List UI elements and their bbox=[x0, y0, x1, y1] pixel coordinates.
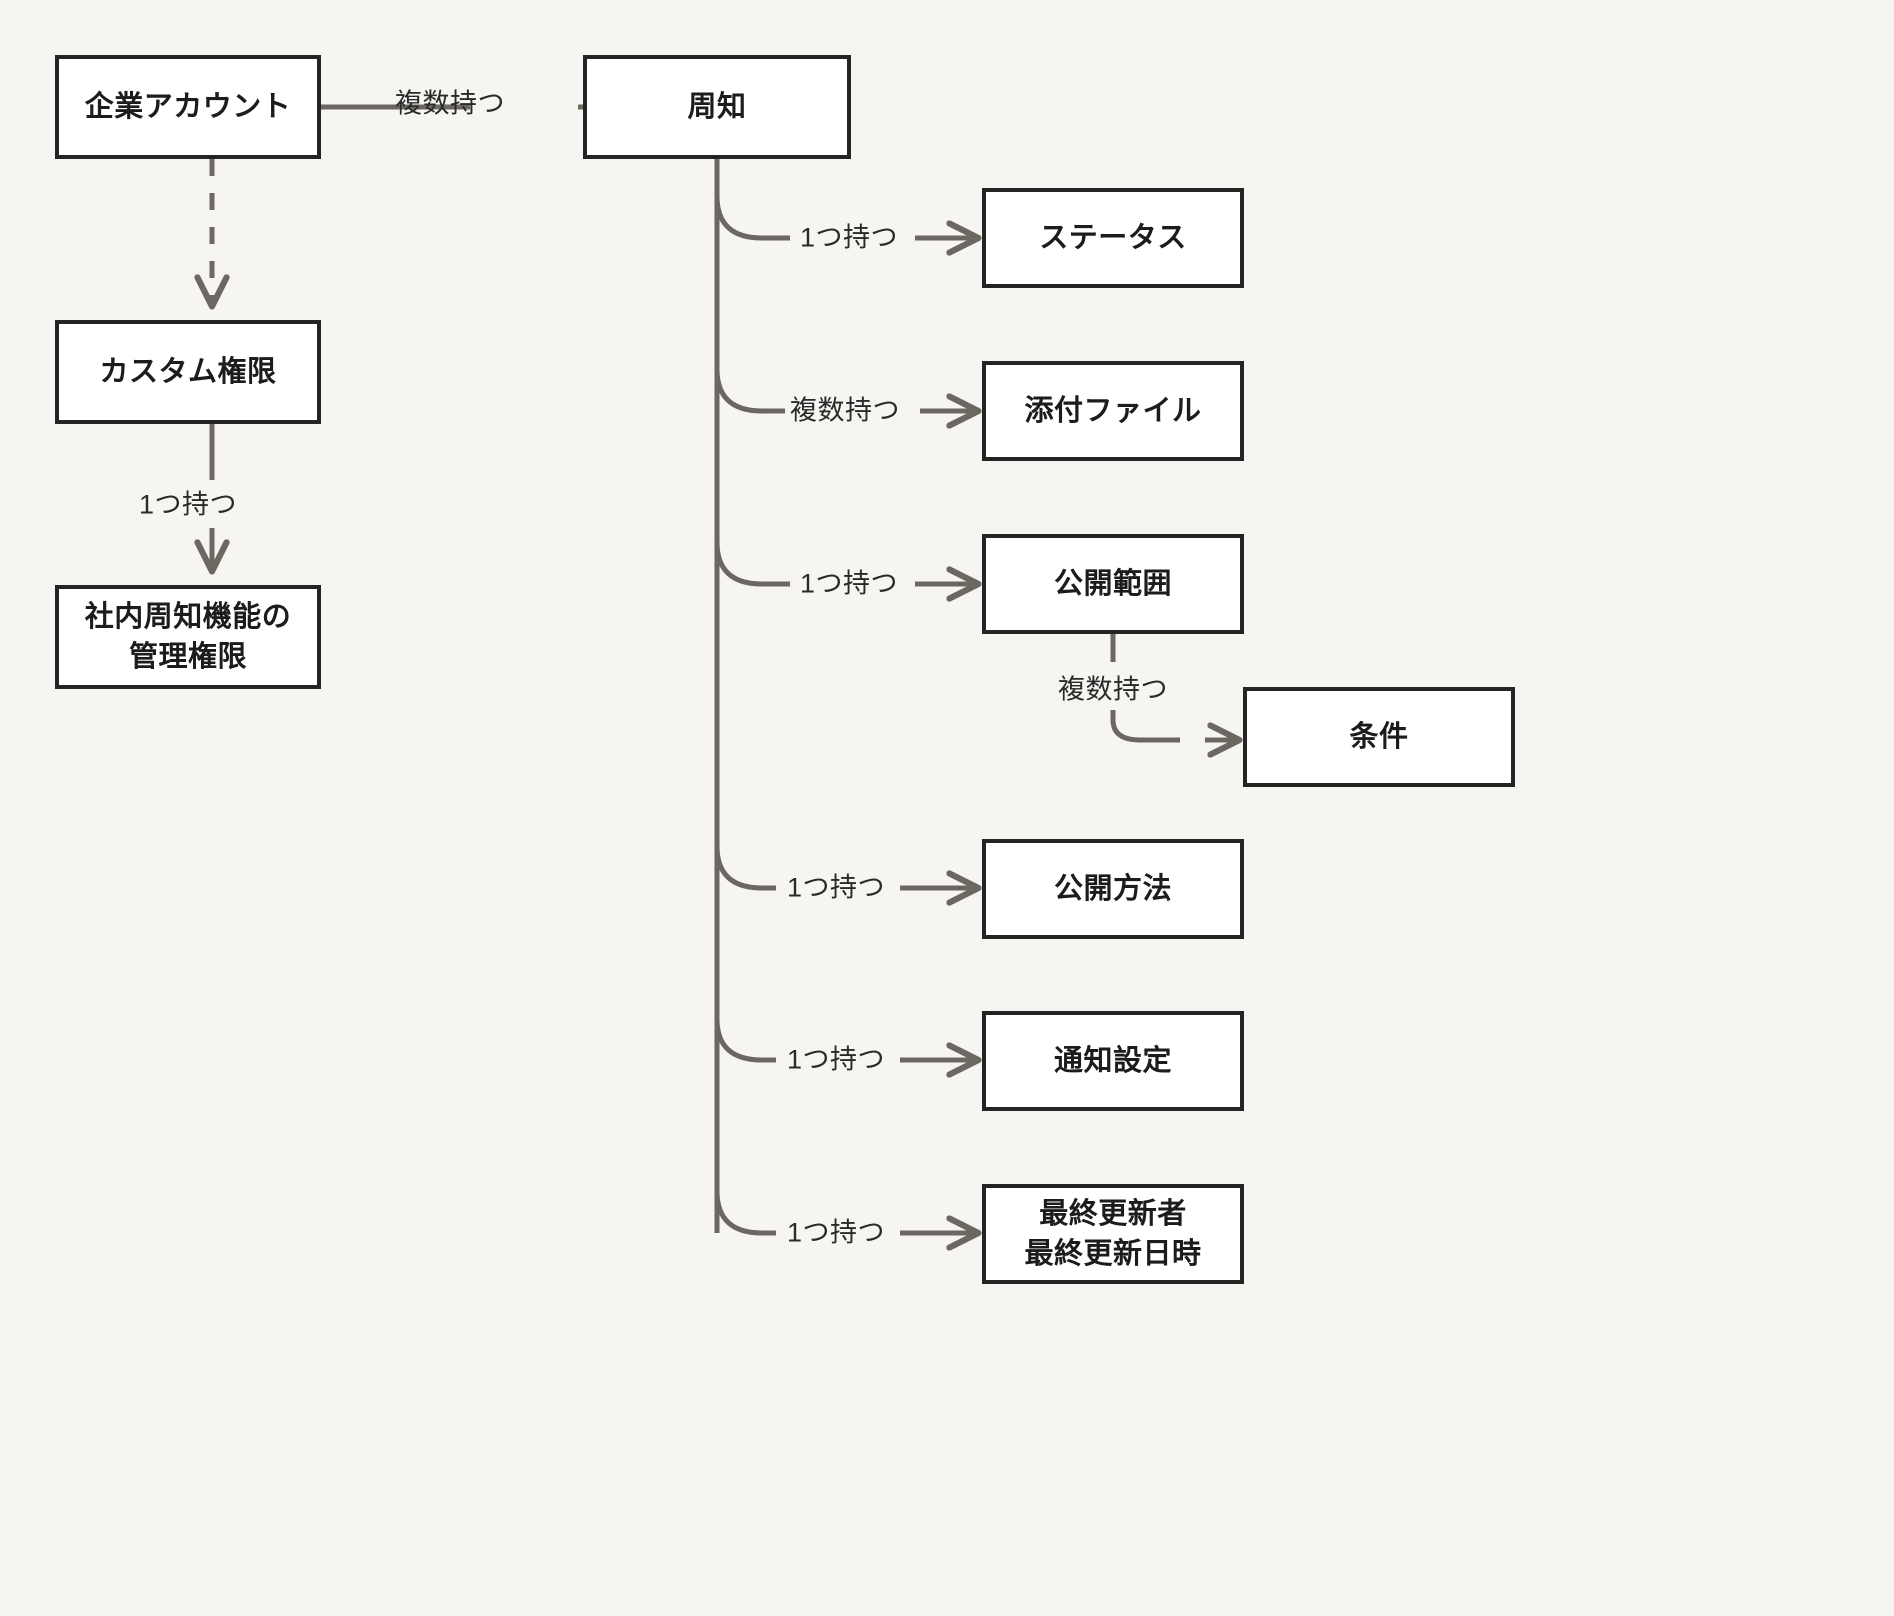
node-label: カスタム権限 bbox=[99, 355, 277, 388]
node-label: 周知 bbox=[687, 90, 747, 123]
node-condition[interactable]: 条件 bbox=[1243, 687, 1515, 787]
node-label: 通知設定 bbox=[1053, 1044, 1172, 1077]
edge-label-notice-to-publish-method: 1つ持つ bbox=[786, 872, 886, 903]
edge-label-notice-to-publish-scope: 1つ持つ bbox=[799, 568, 899, 599]
node-corporate-account[interactable]: 企業アカウント bbox=[55, 55, 321, 159]
edge-label-account-to-notice: 複数持つ bbox=[395, 88, 505, 119]
edge-label-custom-permission-to-admin-permission: 1つ持つ bbox=[138, 489, 238, 520]
node-status[interactable]: ステータス bbox=[982, 188, 1244, 288]
edge-label-publish-scope-to-condition: 複数持つ bbox=[1058, 674, 1168, 705]
edge-label-notice-to-attachment: 複数持つ bbox=[790, 395, 900, 426]
node-publish-scope[interactable]: 公開範囲 bbox=[982, 534, 1244, 634]
node-label: 最終更新者 最終更新日時 bbox=[1024, 1197, 1202, 1270]
node-label: 添付ファイル bbox=[1024, 394, 1202, 427]
node-custom-permission[interactable]: カスタム権限 bbox=[55, 320, 321, 424]
node-label: 条件 bbox=[1349, 720, 1409, 753]
node-attachment[interactable]: 添付ファイル bbox=[982, 361, 1244, 461]
edge-label-notice-to-last-updated: 1つ持つ bbox=[786, 1217, 886, 1248]
edge-label-notice-to-status: 1つ持つ bbox=[799, 222, 899, 253]
node-label: 社内周知機能の 管理権限 bbox=[84, 600, 292, 673]
node-label: 公開方法 bbox=[1053, 872, 1172, 905]
node-last-updated[interactable]: 最終更新者 最終更新日時 bbox=[982, 1184, 1244, 1284]
node-publish-method[interactable]: 公開方法 bbox=[982, 839, 1244, 939]
node-label: 公開範囲 bbox=[1053, 567, 1172, 600]
node-internal-notice-admin-permission[interactable]: 社内周知機能の 管理権限 bbox=[55, 585, 321, 689]
edge-label-notice-to-notification-setting: 1つ持つ bbox=[786, 1044, 886, 1075]
node-notice[interactable]: 周知 bbox=[583, 55, 851, 159]
node-notification-setting[interactable]: 通知設定 bbox=[982, 1011, 1244, 1111]
node-label: ステータス bbox=[1039, 221, 1187, 254]
node-label: 企業アカウント bbox=[84, 90, 292, 123]
